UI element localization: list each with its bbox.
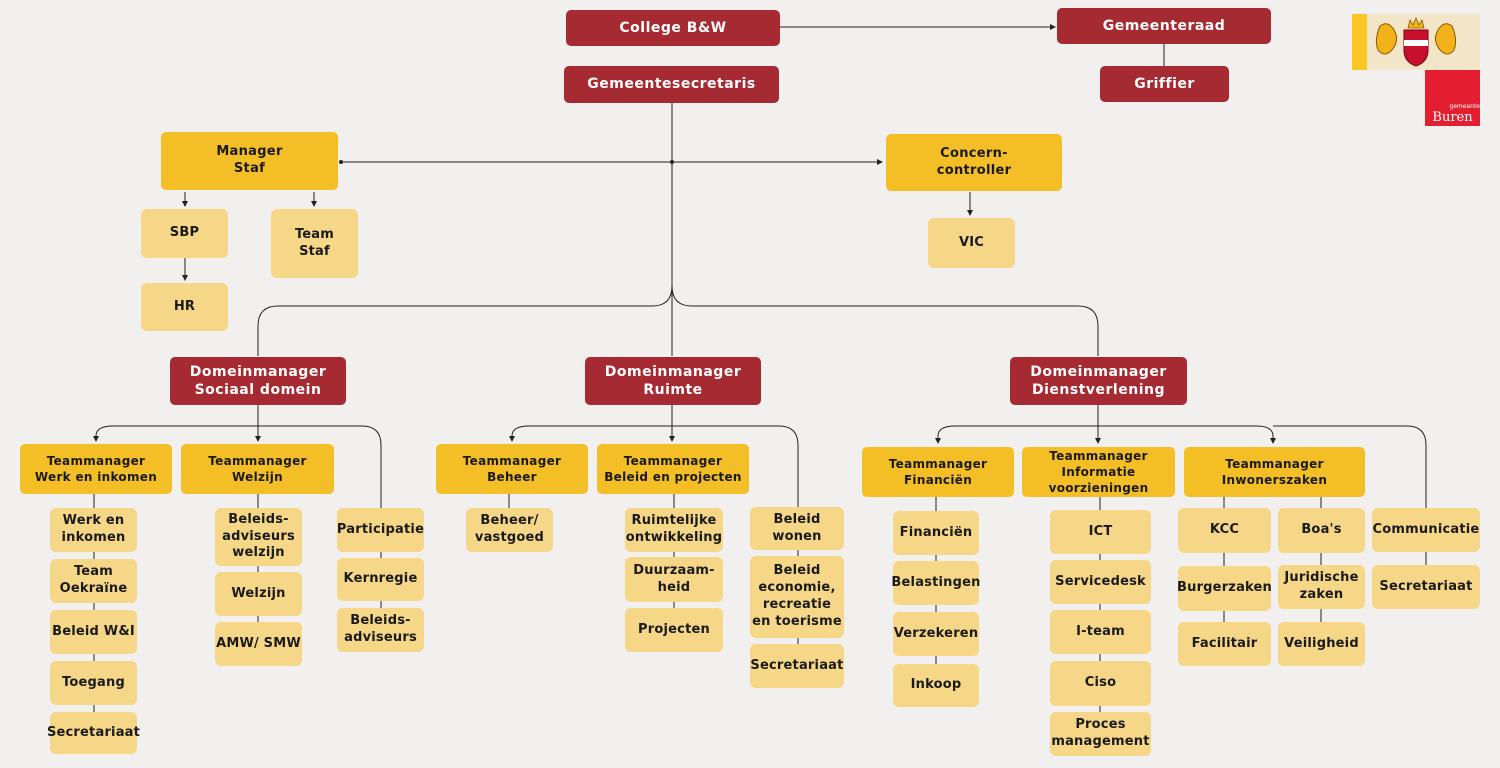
ruimte-direct-item: Beleid wonen [750,507,844,550]
gemeenteraad-box: Gemeenteraad [1057,8,1271,44]
financien-item: Belastingen [891,561,980,605]
manager-staf-box: Manager Staf [161,132,338,190]
financien-item: Financiën [893,511,979,555]
werk-item: Secretariaat [47,712,140,754]
logo-gemeente-text: gemeente [1449,103,1480,110]
welzijn-item: Beleids- adviseurs welzijn [215,508,302,566]
team-staf-box: Team Staf [271,209,358,278]
werk-item: Team Oekraïne [50,559,137,603]
inwoner-right-item: Boa's [1278,508,1365,553]
werk-item: Beleid W&I [50,610,137,654]
teammanager-informatievoorzieningen-box: Teammanager Informatie voorzieningen [1022,447,1175,497]
domeinmanager-sociaal-box: Domeinmanager Sociaal domein [170,357,346,405]
ruimte-direct-item: Beleid economie, recreatie en toerisme [750,556,844,638]
domeinmanager-dienstverlening-box: Domeinmanager Dienstverlening [1010,357,1187,405]
beleid-item: Ruimtelijke ontwikkeling [625,508,723,552]
teammanager-beheer-box: Teammanager Beheer [436,444,588,494]
dienst-direct-item: Communicatie [1372,508,1480,552]
sbp-box: SBP [141,209,228,258]
welzijn-item: Welzijn [215,572,302,616]
concerncontroller-box: Concern- controller [886,134,1062,191]
inwoner-right-item: Juridische zaken [1278,565,1365,609]
logo-buren-text: Buren [1432,110,1473,125]
teammanager-financien-box: Teammanager Financiën [862,447,1014,497]
hr-box: HR [141,283,228,331]
griffier-box: Griffier [1100,66,1229,102]
teammanager-welzijn-box: Teammanager Welzijn [181,444,334,494]
vic-box: VIC [928,218,1015,268]
info-item: Proces management [1050,712,1151,756]
werk-item: Toegang [50,661,137,705]
gemeentesecretaris-box: Gemeentesecretaris [564,66,779,103]
ruimte-direct-item: Secretariaat [750,644,844,688]
college-bw-box: College B&W [566,10,780,46]
werk-item: Werk en inkomen [50,508,137,552]
teammanager-beleid-projecten-box: Teammanager Beleid en projecten [597,444,749,494]
info-item: Ciso [1050,661,1151,706]
inwoner-right-item: Veiligheid [1278,622,1365,666]
teammanager-inwonerszaken-box: Teammanager Inwonerszaken [1184,447,1365,497]
sociaal-direct-item: Beleids- adviseurs [337,608,424,652]
sociaal-direct-item: Participatie [337,508,424,552]
domeinmanager-ruimte-box: Domeinmanager Ruimte [585,357,761,405]
financien-item: Inkoop [893,664,979,707]
beleid-item: Projecten [625,608,723,652]
info-item: ICT [1050,510,1151,554]
gemeente-buren-logo [1352,14,1480,126]
inwoner-left-item: Facilitair [1178,622,1271,666]
welzijn-item: AMW/ SMW [215,622,302,666]
inwoner-left-item: KCC [1178,508,1271,553]
inwoner-left-item: Burgerzaken [1177,566,1272,611]
sociaal-direct-item: Kernregie [337,558,424,601]
info-item: Servicedesk [1050,560,1151,604]
financien-item: Verzekeren [893,612,979,656]
beheer-item: Beheer/ vastgoed [466,508,553,552]
beleid-item: Duurzaam- heid [625,557,723,602]
info-item: I-team [1050,610,1151,654]
teammanager-werk-inkomen-box: Teammanager Werk en inkomen [20,444,172,494]
dienst-direct-item: Secretariaat [1372,565,1480,609]
